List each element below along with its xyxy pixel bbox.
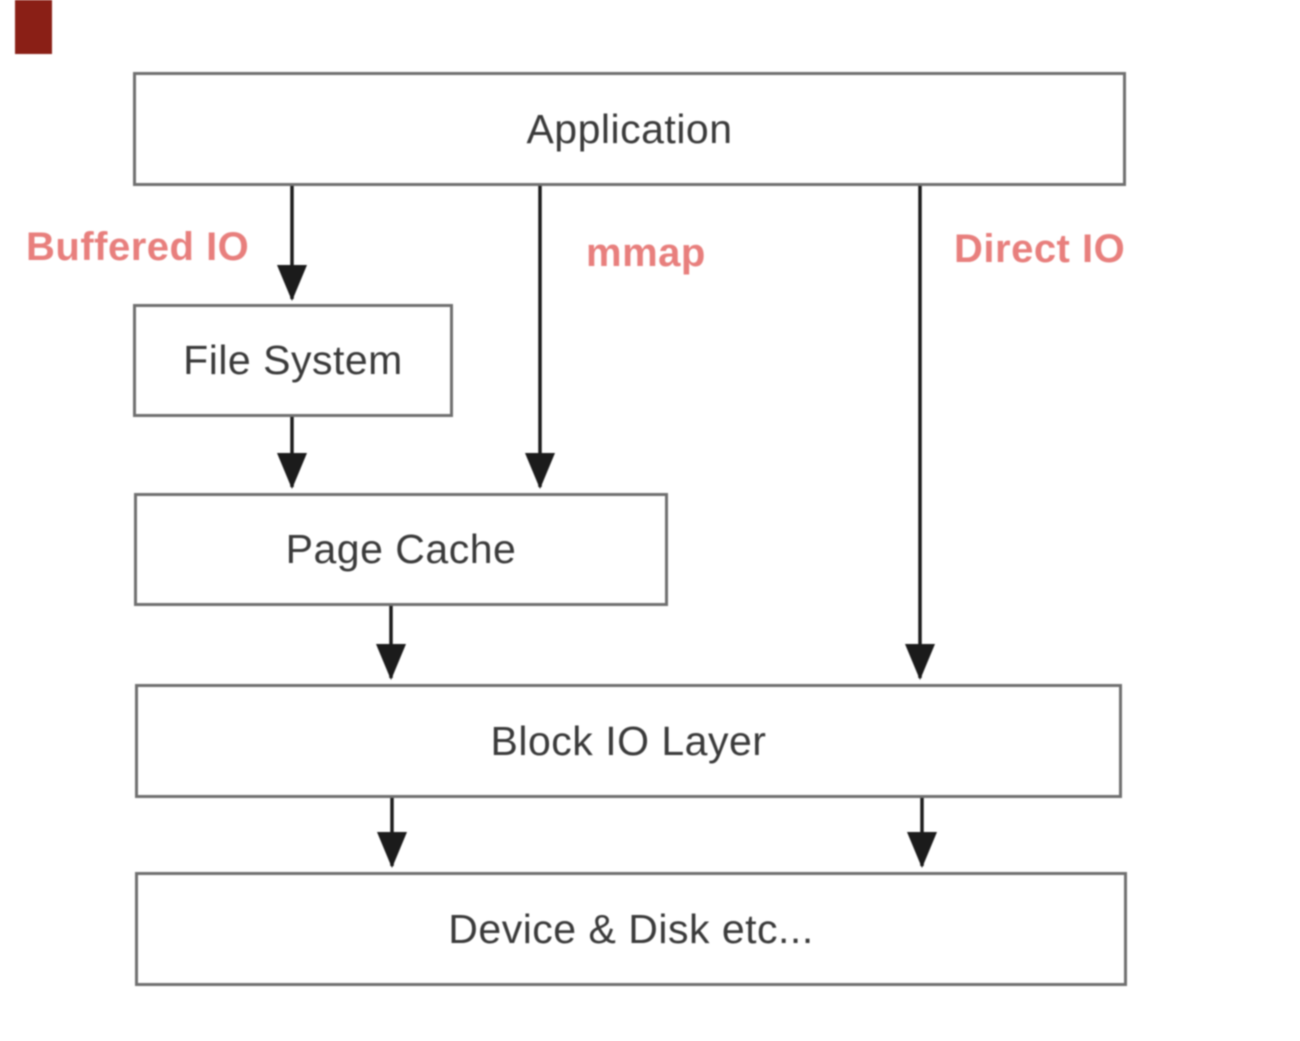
node-device-disk: Device & Disk etc... [135,872,1127,986]
red-corner-artifact [15,0,52,54]
node-page-cache-label: Page Cache [285,526,517,572]
node-page-cache: Page Cache [134,493,668,606]
edge-label-direct-io: Direct IO [954,227,1126,271]
node-application: Application [133,72,1126,186]
node-block-io-layer-label: Block IO Layer [490,717,767,764]
edge-label-mmap: mmap [586,231,706,275]
node-file-system: File System [133,304,453,417]
node-application-label: Application [526,105,733,152]
edge-label-buffered-io: Buffered IO [26,225,250,269]
node-file-system-label: File System [183,337,403,383]
node-device-disk-label: Device & Disk etc... [448,905,814,952]
node-block-io-layer: Block IO Layer [135,684,1122,798]
